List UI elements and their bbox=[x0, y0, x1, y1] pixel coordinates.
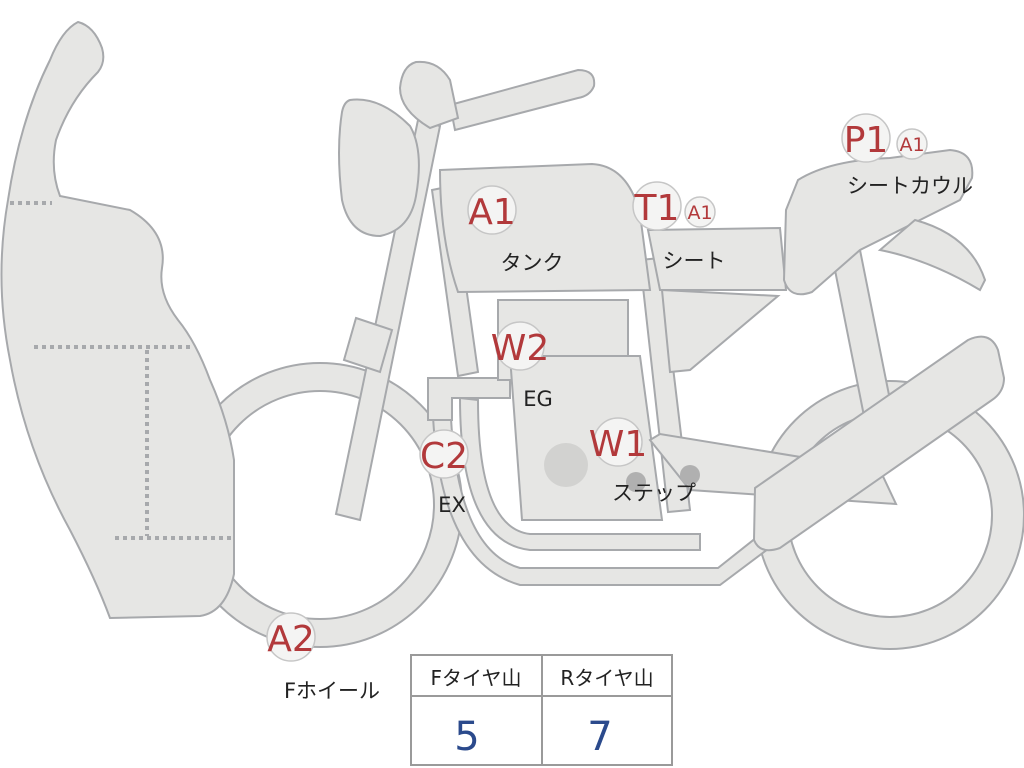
marker-label: シート bbox=[663, 249, 726, 273]
rear-muffler bbox=[752, 335, 1006, 552]
marker-sub-badge bbox=[684, 196, 716, 228]
marker-sub-code: A1 bbox=[899, 134, 924, 156]
marker-label: ステップ bbox=[612, 481, 696, 505]
step-peg-front bbox=[626, 472, 646, 492]
marker-badge bbox=[632, 181, 682, 231]
marker-seat-cowl: P1 A1 シートカウル bbox=[841, 113, 973, 198]
rear-tire-value: 7 bbox=[587, 714, 612, 760]
marker-code: T1 bbox=[634, 188, 680, 229]
marker-code: A2 bbox=[267, 619, 315, 660]
marker-code: P1 bbox=[844, 120, 889, 161]
tail-fin bbox=[877, 218, 987, 292]
marker-sub-badge bbox=[896, 128, 928, 160]
marker-label: Fホイール bbox=[284, 679, 380, 703]
tire-tread-table: Fタイヤ山 Rタイヤ山 5 7 bbox=[410, 654, 673, 766]
marker-tank: A1 タンク bbox=[467, 185, 564, 275]
rear-tire-header: Rタイヤ山 bbox=[560, 666, 653, 690]
marker-badge bbox=[419, 429, 469, 479]
marker-badge bbox=[593, 417, 643, 467]
marker-label: シートカウル bbox=[847, 174, 973, 198]
marker-badge bbox=[467, 185, 517, 235]
fairing bbox=[0, 20, 235, 620]
marker-code: W1 bbox=[589, 424, 648, 465]
fork-clamp bbox=[342, 316, 394, 374]
seat-cowl bbox=[782, 148, 974, 296]
marker-badge bbox=[841, 113, 891, 163]
front-tire-value: 5 bbox=[454, 714, 479, 760]
front-tire-header: Fタイヤ山 bbox=[431, 666, 522, 690]
step-peg-rear bbox=[680, 465, 700, 485]
engine-cover-circle bbox=[544, 443, 588, 487]
marker-code: C2 bbox=[420, 436, 468, 477]
marker-code: W2 bbox=[491, 328, 550, 369]
marker-sub-code: A1 bbox=[687, 202, 712, 224]
handlebar bbox=[448, 68, 596, 132]
marker-seat: T1 A1 シート bbox=[632, 181, 726, 273]
marker-badge bbox=[495, 321, 545, 371]
marker-code: A1 bbox=[468, 192, 516, 233]
marker-badge bbox=[266, 612, 316, 662]
side-cover bbox=[660, 288, 781, 374]
marker-label: EG bbox=[523, 387, 553, 411]
motorcycle-illustration bbox=[0, 20, 1024, 650]
marker-label: タンク bbox=[501, 251, 564, 275]
headlight bbox=[338, 98, 420, 238]
seat bbox=[646, 226, 788, 291]
marker-step: W1 ステップ bbox=[589, 417, 696, 505]
marker-label: EX bbox=[438, 493, 466, 517]
headlight-bracket bbox=[398, 60, 460, 130]
